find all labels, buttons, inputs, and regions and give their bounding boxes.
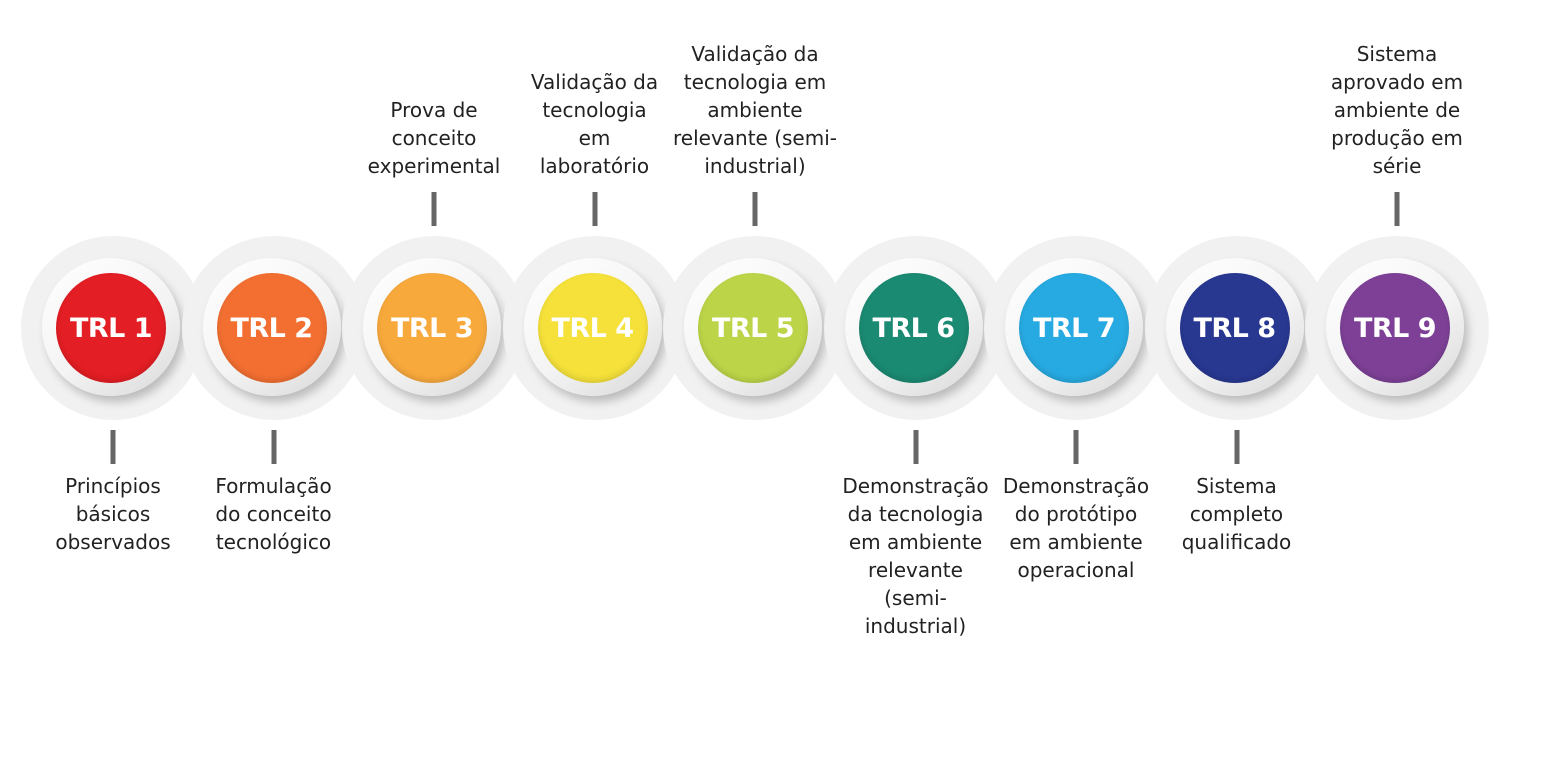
description-line: Prova de	[390, 98, 478, 122]
description-line: conceito	[391, 126, 477, 150]
description-line: Validação da	[530, 70, 659, 94]
description-line: do conceito	[215, 502, 332, 526]
description-line: Demonstração	[842, 474, 989, 498]
stage-connector	[592, 192, 597, 226]
stage-disc: TRL 5	[698, 273, 808, 383]
description-line: Demonstração	[1002, 474, 1150, 498]
stage-label: TRL 8	[1193, 312, 1276, 344]
description-line: qualificado	[1181, 530, 1292, 554]
stage-disc: TRL 6	[858, 273, 969, 383]
description-line: básicos	[75, 502, 151, 526]
stage-label: TRL 5	[711, 312, 795, 344]
stage-disc: TRL 1	[56, 273, 166, 383]
description-line: industrial)	[704, 154, 806, 178]
stage-connector	[271, 430, 276, 464]
stage-connector	[1394, 192, 1400, 226]
description-line: laboratório	[539, 154, 650, 178]
description-line: ambiente de	[1333, 98, 1461, 122]
stage-label: TRL 1	[69, 312, 153, 344]
stage-disc: TRL 9	[1340, 273, 1450, 383]
description-line: Formulação	[215, 474, 332, 498]
stage-disc: TRL 4	[537, 273, 648, 383]
stage-description: Validação da tecnologia em ambiente relevan…	[673, 40, 837, 180]
description-line: série	[1372, 154, 1422, 178]
stage-description: Princípios básicos observados	[55, 472, 170, 556]
stage-description: Sistema aprovado em ambiente de produção em…	[1331, 40, 1463, 180]
stage-label: TRL 6	[872, 312, 955, 344]
description-line: da tecnologia	[847, 502, 984, 526]
stage-connector	[913, 430, 918, 464]
stage-connector	[1073, 430, 1079, 464]
description-line: completo	[1189, 502, 1284, 526]
stage-label: TRL 4	[551, 312, 634, 344]
stage-label: TRL 9	[1353, 312, 1437, 344]
stage-description: Sistema completo qualificado	[1182, 472, 1292, 556]
stage-connector	[431, 192, 437, 226]
stage-disc: TRL 7	[1019, 273, 1129, 383]
description-line: aprovado em	[1330, 70, 1464, 94]
description-line: em	[578, 126, 611, 150]
description-line: do protótipo	[1014, 502, 1138, 526]
description-line: tecnologia em	[683, 70, 827, 94]
description-line: experimental	[367, 154, 501, 178]
description-line: tecnologia	[542, 98, 647, 122]
stage-connector	[752, 192, 758, 226]
stage-disc: TRL 3	[377, 273, 487, 383]
description-line: ambiente	[707, 98, 803, 122]
description-line: operacional	[1017, 558, 1135, 582]
description-line: relevante	[868, 558, 963, 582]
description-line: Sistema	[1356, 42, 1438, 66]
stage-description: Prova de conceito experimental	[368, 96, 501, 180]
description-line: em ambiente	[1009, 530, 1143, 554]
stage-connector	[110, 430, 116, 464]
stage-connector	[1234, 430, 1239, 464]
stage-label: TRL 2	[230, 312, 313, 344]
stage-description: Demonstração da tecnologia em ambiente rele…	[842, 472, 988, 640]
description-line: Validação da	[691, 42, 819, 66]
description-line: industrial)	[864, 614, 967, 638]
stage-description: Validação da tecnologia em laboratório	[531, 68, 658, 180]
description-line: observados	[55, 530, 171, 554]
stage-description: Demonstração do protótipo em ambiente opera…	[1003, 472, 1149, 584]
stage-description: Formulação do conceito tecnológico	[215, 472, 331, 556]
description-line: Sistema	[1196, 474, 1277, 498]
stage-disc: TRL 2	[216, 273, 327, 383]
description-line: tecnológico	[215, 530, 332, 554]
description-line: relevante (semi-	[672, 126, 838, 150]
description-line: produção em	[1331, 126, 1463, 150]
description-line: em ambiente	[848, 530, 983, 554]
stage-disc: TRL 8	[1179, 273, 1290, 383]
stage-label: TRL 3	[390, 312, 474, 344]
description-line: Princípios	[65, 474, 161, 498]
stage-label: TRL 7	[1032, 312, 1116, 344]
description-line: (semi-	[884, 586, 947, 610]
